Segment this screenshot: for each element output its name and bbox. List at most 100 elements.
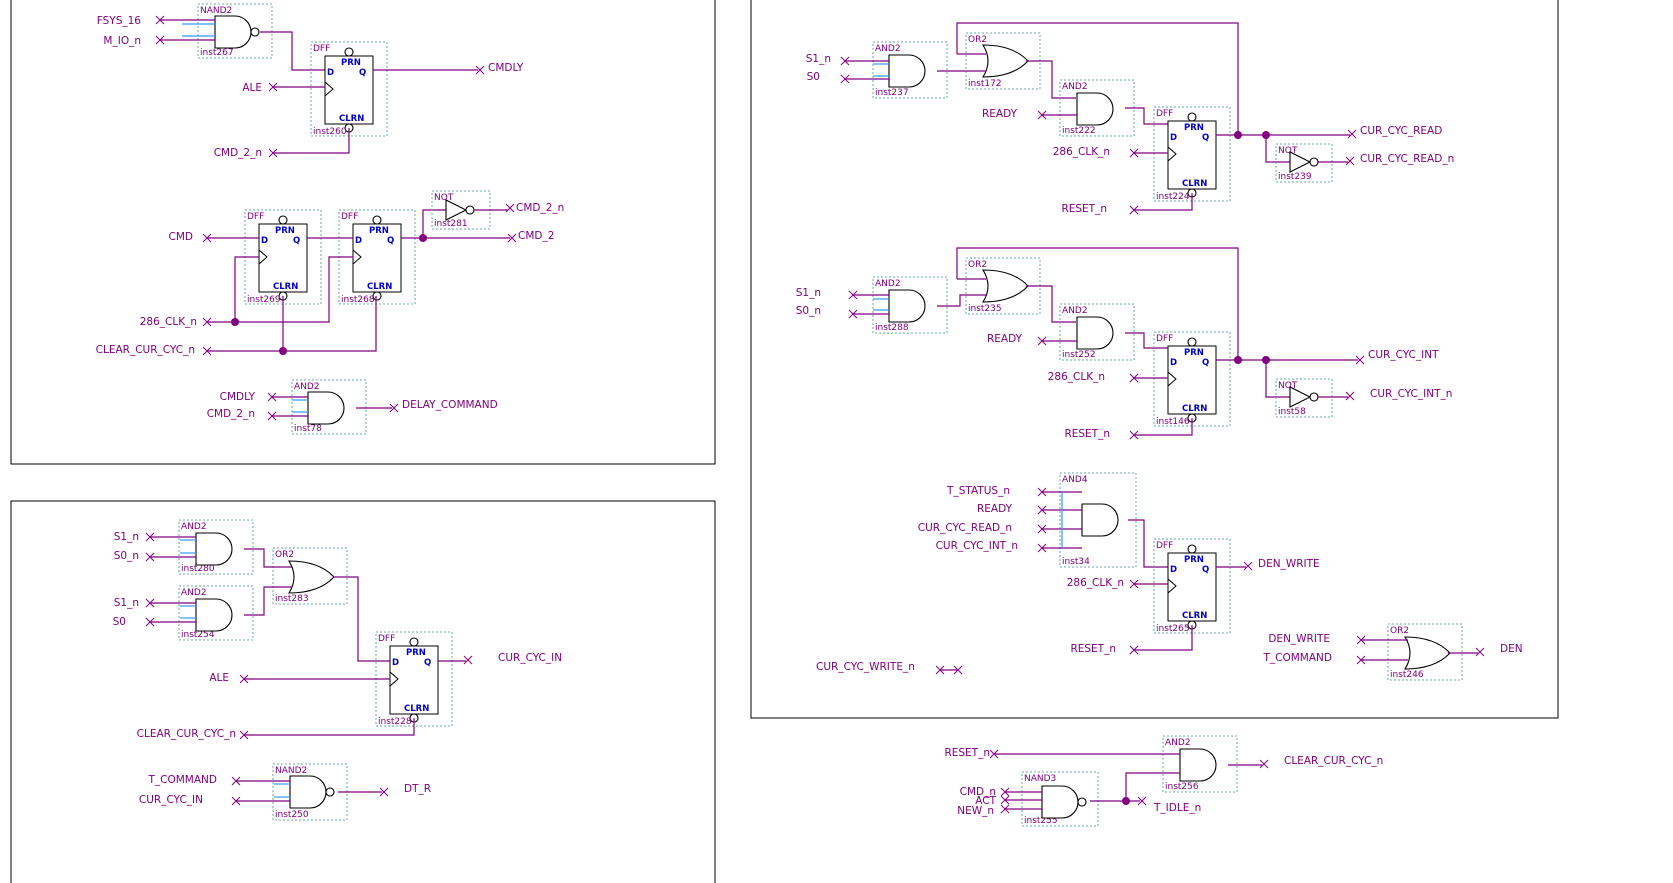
or-inst172-gate[interactable]	[982, 44, 1029, 78]
label-cmd2: CMD_2	[518, 230, 554, 242]
and-inst237-gate[interactable]	[888, 54, 926, 88]
not-inst58-gate[interactable]	[1289, 386, 1319, 408]
not-inst239-type: NOT	[1278, 146, 1298, 156]
nand-inst267-type: NAND2	[200, 6, 232, 16]
nand3-inst255-gate[interactable]	[1041, 785, 1087, 819]
label-cur-cyc-in: CUR_CYC_IN	[498, 652, 562, 664]
and-inst222-inst: inst222	[1062, 126, 1096, 136]
symbol-bounds	[1387, 623, 1463, 681]
wire	[244, 718, 415, 736]
label-reset-r: RESET_n	[1061, 203, 1107, 215]
label-mio-n: M_IO_n	[103, 35, 141, 47]
and-inst252-type: AND2	[1062, 306, 1088, 316]
pin-x-icon	[389, 403, 399, 413]
symbol-bounds	[1162, 735, 1238, 793]
pin-x-icon	[1259, 759, 1269, 769]
dff-inst269-d: D	[261, 236, 268, 246]
label-s1n-b: S1_n	[114, 597, 139, 609]
label-clear-2: CLEAR_CUR_CYC_n	[137, 728, 236, 740]
label-cmdly-in: CMDLY	[220, 391, 256, 403]
wire	[1134, 193, 1193, 211]
label-s0-r: S0	[807, 71, 820, 83]
not-inst281-inst: inst281	[434, 219, 468, 229]
dff-inst268-d: D	[355, 236, 362, 246]
dff-inst228-q: Q	[424, 658, 431, 668]
dff-inst228[interactable]	[389, 637, 439, 723]
wire	[334, 576, 390, 662]
nand3-inst255-inst: inst255	[1024, 816, 1058, 826]
dff-inst228-clrn: CLRN	[404, 704, 429, 714]
dff-inst265-q: Q	[1202, 565, 1209, 575]
dff-inst260-clrn: CLRN	[339, 114, 364, 124]
label-den-write-in: DEN_WRITE	[1268, 633, 1330, 645]
or-inst235-type: OR2	[968, 260, 987, 270]
not-inst58-type: NOT	[1278, 381, 1298, 391]
dff-inst260-q: Q	[359, 68, 366, 78]
and-inst280-gate[interactable]	[195, 532, 233, 566]
and-inst254-gate[interactable]	[195, 598, 233, 632]
nand-inst250-inst: inst250	[275, 810, 309, 820]
and-inst280-type: AND2	[181, 522, 207, 532]
pin-x-icon	[507, 233, 517, 243]
dff-inst146-q: Q	[1202, 358, 1209, 368]
and-inst256-gate[interactable]	[1179, 748, 1217, 782]
and-inst256-type: AND2	[1165, 738, 1191, 748]
not-inst239-gate[interactable]	[1289, 151, 1319, 173]
nand3-inst255-type: NAND3	[1024, 774, 1056, 784]
not-inst281-gate[interactable]	[445, 199, 475, 221]
label-t-command-in: T_COMMAND	[1262, 652, 1332, 664]
wire	[1128, 519, 1168, 568]
and-inst252-gate[interactable]	[1076, 316, 1114, 350]
not-inst239-inst: inst239	[1278, 172, 1312, 182]
label-cur-cyc-int-n: CUR_CYC_INT_n	[1370, 388, 1452, 400]
symbol-bounds	[872, 41, 948, 99]
dff-inst269-prn: PRN	[275, 226, 295, 236]
dff-inst268-prn: PRN	[369, 226, 389, 236]
dff-inst260-type: DFF	[313, 44, 330, 54]
dff-inst268[interactable]	[352, 215, 402, 301]
and-inst288-gate[interactable]	[888, 289, 926, 323]
symbol-bounds	[1059, 472, 1137, 568]
label-286clk-w: 286_CLK_n	[1067, 577, 1124, 589]
symbol-bounds	[872, 276, 948, 334]
or-inst235-gate[interactable]	[982, 269, 1029, 303]
dff-inst260[interactable]	[324, 47, 374, 133]
label-cmd2n-in: CMD_2_n	[207, 408, 255, 420]
dff-inst265[interactable]	[1167, 544, 1217, 630]
dff-inst228-inst: inst228	[378, 717, 412, 727]
label-286clk-i: 286_CLK_n	[1048, 371, 1105, 383]
and-inst222-gate[interactable]	[1076, 92, 1114, 126]
panel-1-frame	[10, 0, 716, 465]
and4-inst34-type: AND4	[1062, 475, 1088, 485]
and-inst222-type: AND2	[1062, 82, 1088, 92]
label-ready-i: READY	[987, 333, 1023, 345]
and-inst78-gate[interactable]	[307, 391, 345, 425]
wire	[1265, 135, 1290, 163]
nand-inst267-gate[interactable]	[214, 15, 260, 49]
dff-inst228-type: DFF	[378, 634, 395, 644]
junction-dot	[279, 347, 287, 355]
and-inst280-inst: inst280	[181, 564, 215, 574]
label-t-idle-n: T_IDLE_n	[1153, 802, 1201, 814]
dff-inst268-type: DFF	[341, 212, 358, 222]
or-inst283-gate[interactable]	[288, 560, 335, 594]
or-inst246-gate[interactable]	[1404, 636, 1451, 670]
dff-inst228-prn: PRN	[406, 648, 426, 658]
junction-dot	[1234, 131, 1242, 139]
dff-inst224-q: Q	[1202, 133, 1209, 143]
and4-inst34-gate[interactable]	[1081, 503, 1119, 537]
symbol-bounds	[1275, 378, 1333, 418]
dff-inst265-prn: PRN	[1184, 555, 1204, 565]
label-cmd-n: CMD_n	[960, 786, 996, 798]
label-fsys16: FSYS_16	[97, 15, 142, 27]
pin-x-icon	[1345, 156, 1355, 166]
nand-inst250-gate[interactable]	[289, 775, 335, 809]
label-cmd2n: CMD_2_n	[214, 147, 262, 159]
or-inst172-inst: inst172	[968, 79, 1002, 89]
and-inst237-type: AND2	[875, 44, 901, 54]
wire	[1134, 625, 1193, 651]
pin-x-icon	[1355, 355, 1365, 365]
label-delay-command: DELAY_COMMAND	[402, 399, 498, 411]
and-inst78-inst: inst78	[294, 424, 322, 434]
symbol-bounds	[178, 585, 254, 641]
